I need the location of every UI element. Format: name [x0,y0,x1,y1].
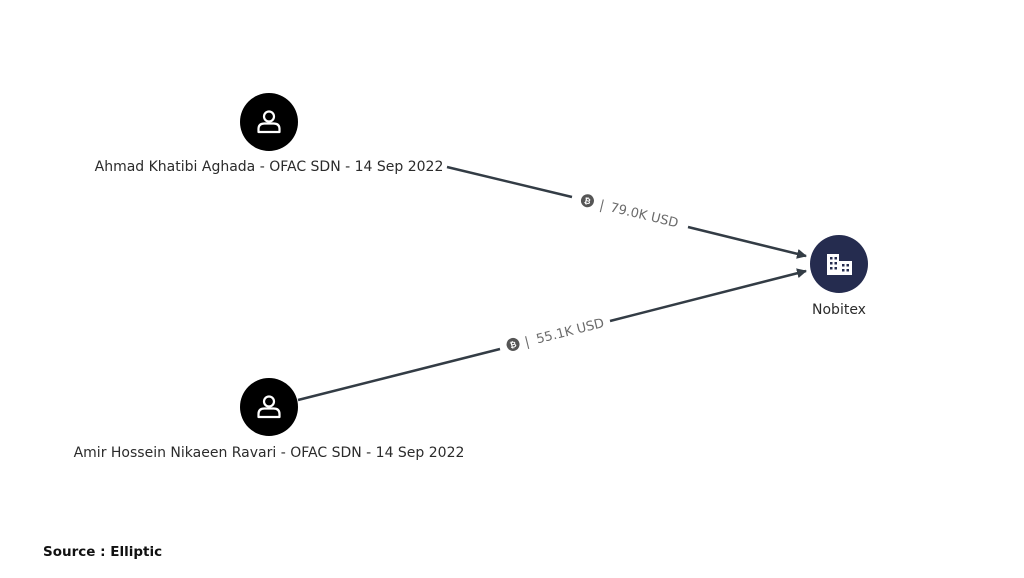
node-label: Nobitex [812,302,866,318]
edge-label-group: ₿ | 55.1K USD [506,316,606,351]
svg-text:₿: ₿ [509,340,518,350]
edge-amir-to-nobitex[interactable]: ₿ | 55.1K USD [297,268,807,402]
building-icon [827,254,852,275]
edge-line-arrow [687,225,807,259]
edge-amount-label: 79.0K USD [609,201,680,232]
bitcoin-icon [506,337,520,351]
edge-line [297,347,501,402]
svg-text:₿: ₿ [583,196,592,206]
node-label: Amir Hossein Nikaeen Ravari - OFAC SDN -… [74,445,465,461]
edge-line [446,165,573,199]
edge-ahmad-to-nobitex[interactable]: ₿ | 79.0K USD [446,165,807,259]
person-icon [257,110,281,134]
node-amir[interactable]: Amir Hossein Nikaeen Ravari - OFAC SDN -… [74,378,465,461]
person-icon [257,395,281,419]
node-nobitex[interactable]: Nobitex [810,235,868,318]
edge-line-arrow [609,268,807,323]
source-caption: Source : Elliptic [43,544,163,560]
edge-separator: | [523,335,531,351]
node-ahmad[interactable]: Ahmad Khatibi Aghada - OFAC SDN - 14 Sep… [95,93,444,175]
edge-separator: | [598,198,606,214]
edge-label-group: ₿ | 79.0K USD [580,194,680,232]
node-label: Ahmad Khatibi Aghada - OFAC SDN - 14 Sep… [95,159,444,175]
bitcoin-icon [580,194,594,208]
edge-amount-label: 55.1K USD [535,316,606,347]
